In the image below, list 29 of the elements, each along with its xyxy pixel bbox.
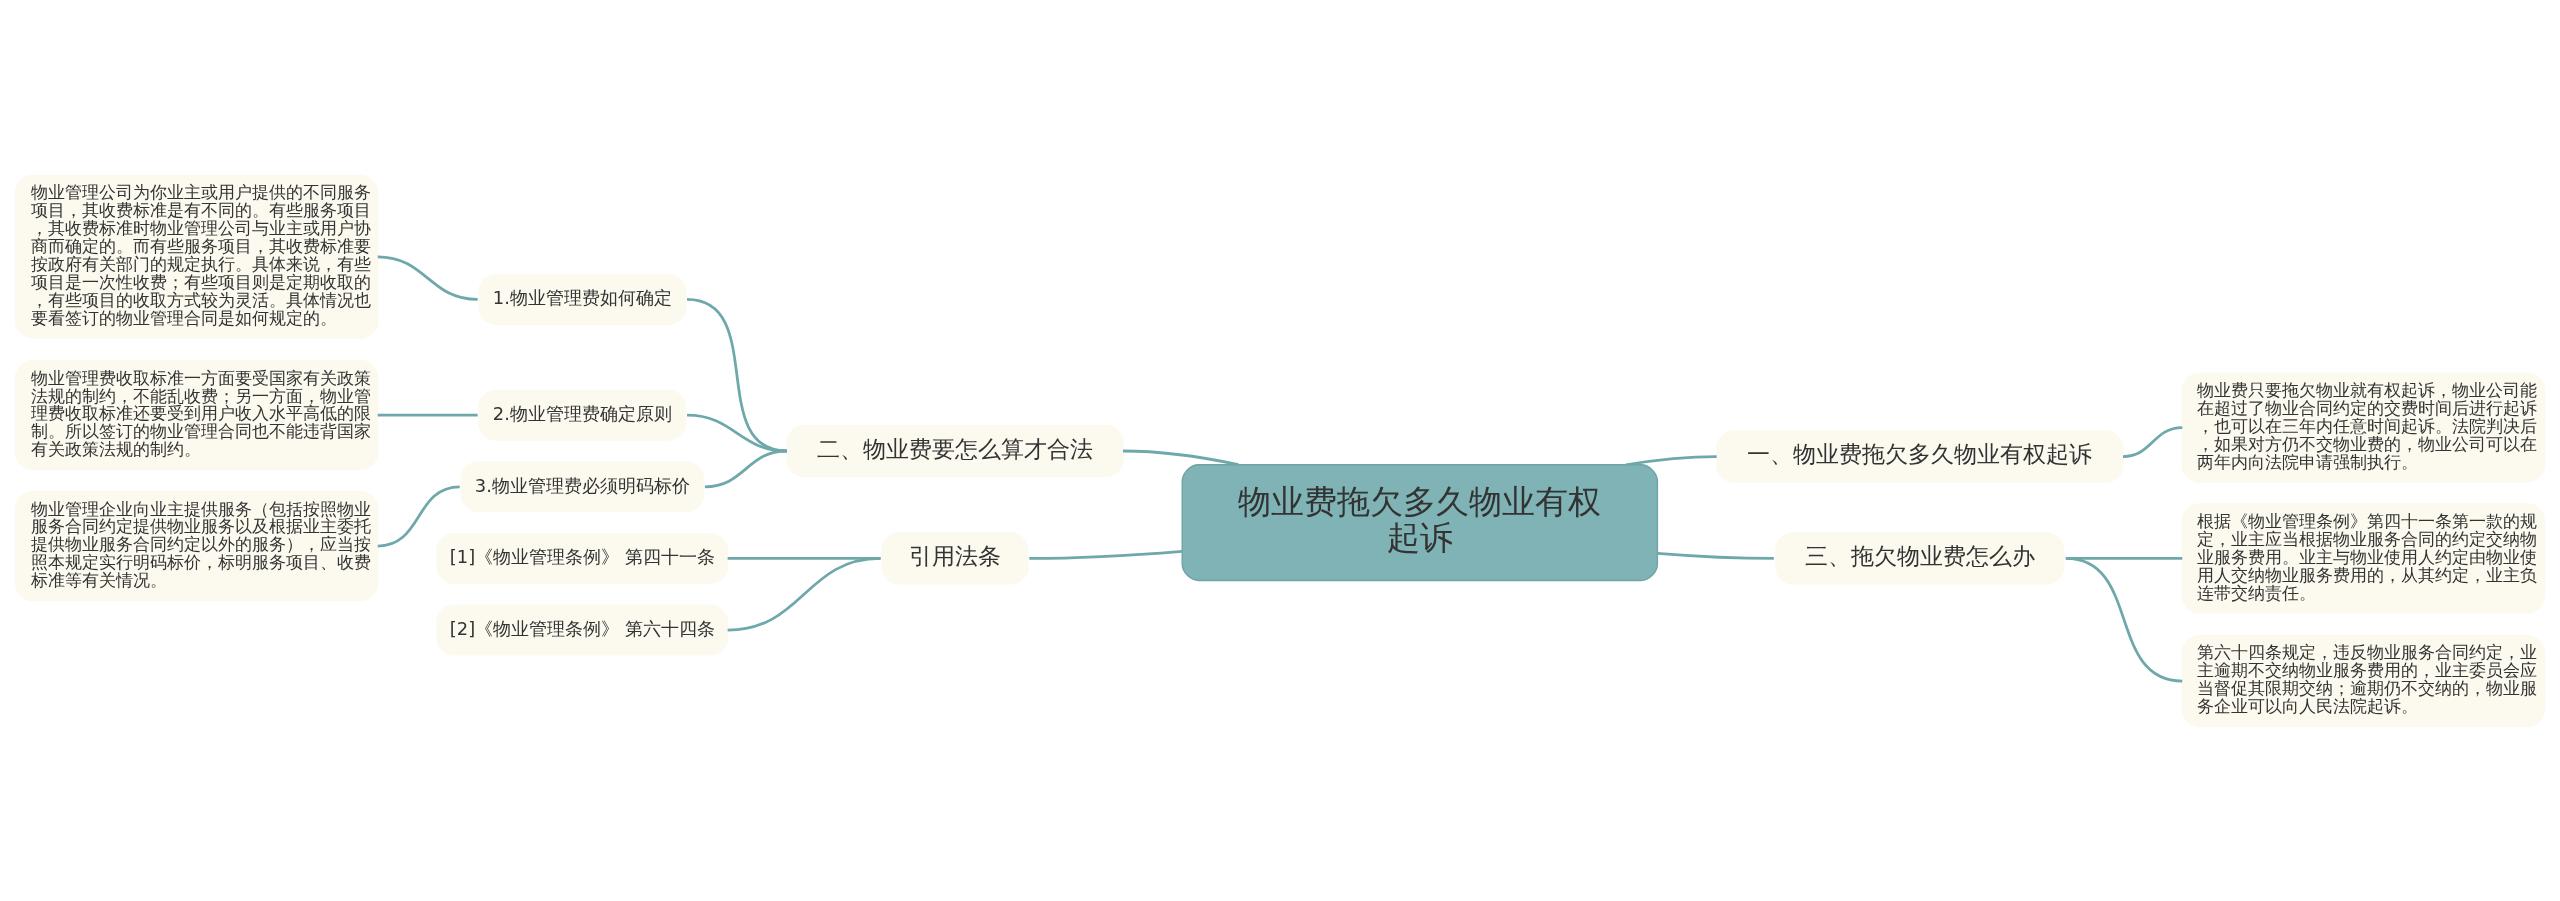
node-box: 一、物业费拖欠多久物业有权起诉	[1715, 429, 2124, 483]
node-box: 3.物业管理费必须明码标价	[460, 460, 705, 512]
connector	[1625, 454, 1717, 466]
connector	[704, 449, 787, 488]
node-box: 二、物业费要怎么算才合法	[786, 424, 1124, 477]
node-box: [1]《物业管理条例》 第四十一条	[436, 532, 729, 584]
node-box: 1.物业管理费如何确定	[478, 273, 687, 325]
connector	[727, 556, 881, 631]
node-box: 物业管理公司为你业主或用户提供的不同服务项目，其收费标准是有不同的。有些服务项目，其收费标准时物业管理公司与业主或用户协商而确定的。而有些服务项目，其收费标准要按政府有关部门的规定执行。具体来说，有些项目是一次性收费；有些项目则是定期收取的，有些项目的收取方式较为灵活。具体情况也要看签订的物业管理合同是如何规定的。	[14, 174, 379, 339]
connector	[2065, 556, 2183, 682]
node-box: 物业费拖欠多久物业有权起诉	[1181, 463, 1659, 581]
connector	[686, 297, 788, 452]
connector	[1122, 449, 1239, 466]
connector	[377, 413, 478, 417]
node-box: 根据《物业管理条例》第四十一条第一款的规定，业主应当根据物业服务合同的约定交纳物业服务费用。业主与物业使用人约定由物业使用人交纳物业服务费用的，从其约定，业主负连带交纳责任。	[2181, 502, 2546, 614]
node-box: [2]《物业管理条例》 第六十四条	[436, 604, 729, 656]
node-box: 第六十四条规定，违反物业服务合同约定，业主逾期不交纳物业服务费用的，业主委员会应当督促其限期交纳；逾期仍不交纳的，物业服务企业可以向人民法院起诉。	[2181, 634, 2546, 727]
node-box: 三、拖欠物业费怎么办	[1775, 531, 2065, 585]
connector	[1029, 549, 1183, 560]
connector	[686, 413, 787, 452]
connector	[2122, 425, 2183, 458]
node-box: 物业管理企业向业主提供服务（包括按照物业服务合同约定提供物业服务以及根据业主委托提供物业服务合同约定以外的服务），应当按照本规定实行明码标价，标明服务项目、收费标准等有关情况。	[14, 490, 379, 601]
connector	[377, 254, 478, 301]
node-box: 物业费只要拖欠物业就有权起诉，物业公司能在超过了物业合同约定的交费时间后进行起诉，也可以在三年内任意时间起诉。法院判决后，如果对方仍不交物业费的，物业公司可以在两年内向法院申请强制执行。	[2181, 372, 2546, 483]
node-box: 2.物业管理费确定原则	[478, 389, 687, 441]
connector	[377, 484, 460, 547]
connector	[1657, 551, 1774, 560]
node-box: 物业管理费收取标准一方面要受国家有关政策法规的制约，不能乱收费；另一方面，物业管理费收取标准还要受到用户收入水平高低的限制。所以签订的物业管理合同也不能违背国家有关政策法规的制约。	[14, 359, 379, 470]
node-box: 引用法条	[881, 531, 1029, 585]
